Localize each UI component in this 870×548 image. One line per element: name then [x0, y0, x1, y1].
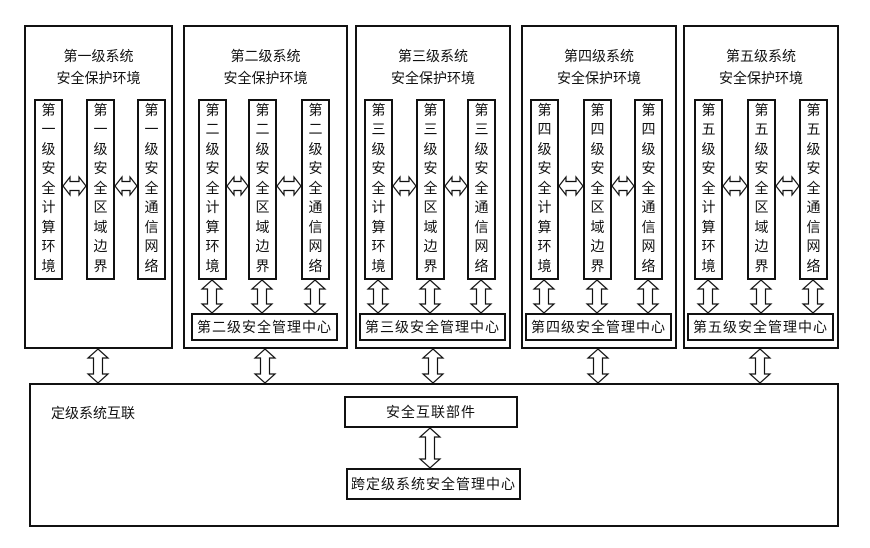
level-2-vertical-double-arrow-icon: [303, 279, 327, 314]
column-label: 第一级安全通信网络: [144, 102, 159, 275]
level-5-communication-network: 第五级安全通信网络: [799, 99, 828, 280]
level-5-to-interconnect-arrow-icon: [748, 348, 772, 384]
level-3-management-center: 第三级安全管理中心: [359, 313, 506, 341]
level-4-vertical-double-arrow-icon: [636, 279, 660, 314]
level-2-management-center: 第二级安全管理中心: [191, 313, 338, 341]
interconnect-label: 定级系统互联: [51, 406, 135, 422]
column-label: 第三级安全通信网络: [474, 102, 489, 275]
column-label: 第四级安全区域边界: [590, 102, 605, 275]
level-3-computing-environment: 第三级安全计算环境: [364, 99, 393, 280]
level-4-to-interconnect-arrow-icon: [586, 348, 610, 384]
level-1-horizontal-double-arrow-icon: [62, 175, 87, 197]
column-label: 第二级安全通信网络: [308, 102, 323, 275]
level-1-title-line2: 安全保护环境: [56, 71, 141, 87]
level-4-title-line2: 安全保护环境: [557, 71, 641, 87]
level-5-horizontal-double-arrow-icon: [775, 175, 800, 197]
level-1-title-line1: 第一级系统: [63, 49, 134, 65]
level-3-vertical-double-arrow-icon: [418, 279, 442, 314]
level-4-computing-environment: 第四级安全计算环境: [530, 99, 559, 280]
level-1-to-interconnect-arrow-icon: [86, 348, 110, 384]
level-2-horizontal-double-arrow-icon: [276, 175, 302, 197]
level-3-area-boundary: 第三级安全区域边界: [416, 99, 445, 280]
level-1-horizontal-double-arrow-icon: [114, 175, 138, 197]
level-1-area-boundary: 第一级安全区域边界: [86, 99, 115, 280]
level-2-computing-environment: 第二级安全计算环境: [198, 99, 227, 280]
cross-level-management-center: 跨定级系统安全管理中心: [346, 468, 521, 500]
level-1-computing-environment: 第一级安全计算环境: [34, 99, 63, 280]
level-2-vertical-double-arrow-icon: [250, 279, 274, 314]
column-label: 第三级安全计算环境: [371, 102, 386, 275]
level-2-horizontal-double-arrow-icon: [226, 175, 249, 197]
level-4-communication-network: 第四级安全通信网络: [634, 99, 663, 280]
level-5-management-center: 第五级安全管理中心: [687, 313, 834, 341]
level-3-communication-network: 第三级安全通信网络: [467, 99, 496, 280]
column-label: 第四级安全通信网络: [641, 102, 656, 275]
level-5-area-boundary: 第五级安全区域边界: [747, 99, 776, 280]
level-5-vertical-double-arrow-icon: [801, 279, 825, 314]
level-3-horizontal-double-arrow-icon: [444, 175, 468, 197]
column-label: 第五级安全通信网络: [806, 102, 821, 275]
level-3-horizontal-double-arrow-icon: [392, 175, 417, 197]
column-label: 第一级安全区域边界: [93, 102, 108, 275]
level-5-title-line2: 安全保护环境: [719, 71, 803, 87]
level-5-title-line1: 第五级系统: [726, 49, 796, 65]
level-2-title-line1: 第二级系统: [230, 49, 301, 65]
column-label: 第五级安全计算环境: [701, 102, 716, 275]
column-label: 第五级安全区域边界: [754, 102, 769, 275]
column-label: 第四级安全计算环境: [537, 102, 552, 275]
level-2-communication-network: 第二级安全通信网络: [301, 99, 330, 280]
level-4-area-boundary: 第四级安全区域边界: [583, 99, 612, 280]
level-3-title-line1: 第三级系统: [398, 49, 468, 65]
level-2-area-boundary: 第二级安全区域边界: [248, 99, 277, 280]
level-3-to-interconnect-arrow-icon: [421, 348, 445, 384]
component-to-center-double-arrow-icon: [418, 427, 442, 469]
level-4-horizontal-double-arrow-icon: [558, 175, 584, 197]
column-label: 第二级安全区域边界: [255, 102, 270, 275]
level-2-title-line2: 安全保护环境: [223, 71, 308, 87]
level-5-horizontal-double-arrow-icon: [722, 175, 748, 197]
level-3-title-line2: 安全保护环境: [391, 71, 475, 87]
column-label: 第二级安全计算环境: [205, 102, 220, 275]
column-label: 第三级安全区域边界: [423, 102, 438, 275]
level-4-management-center: 第四级安全管理中心: [525, 313, 672, 341]
level-3-vertical-double-arrow-icon: [366, 279, 390, 314]
level-2-vertical-double-arrow-icon: [200, 279, 224, 314]
level-4-horizontal-double-arrow-icon: [611, 175, 635, 197]
level-5-vertical-double-arrow-icon: [749, 279, 773, 314]
level-3-vertical-double-arrow-icon: [469, 279, 493, 314]
level-4-title-line1: 第四级系统: [564, 49, 634, 65]
level-2-to-interconnect-arrow-icon: [253, 348, 277, 384]
level-4-vertical-double-arrow-icon: [532, 279, 556, 314]
level-1-communication-network: 第一级安全通信网络: [137, 99, 166, 280]
level-5-computing-environment: 第五级安全计算环境: [694, 99, 723, 280]
level-5-vertical-double-arrow-icon: [696, 279, 720, 314]
security-interconnect-component: 安全互联部件: [344, 396, 518, 428]
column-label: 第一级安全计算环境: [41, 102, 56, 275]
level-4-vertical-double-arrow-icon: [585, 279, 609, 314]
